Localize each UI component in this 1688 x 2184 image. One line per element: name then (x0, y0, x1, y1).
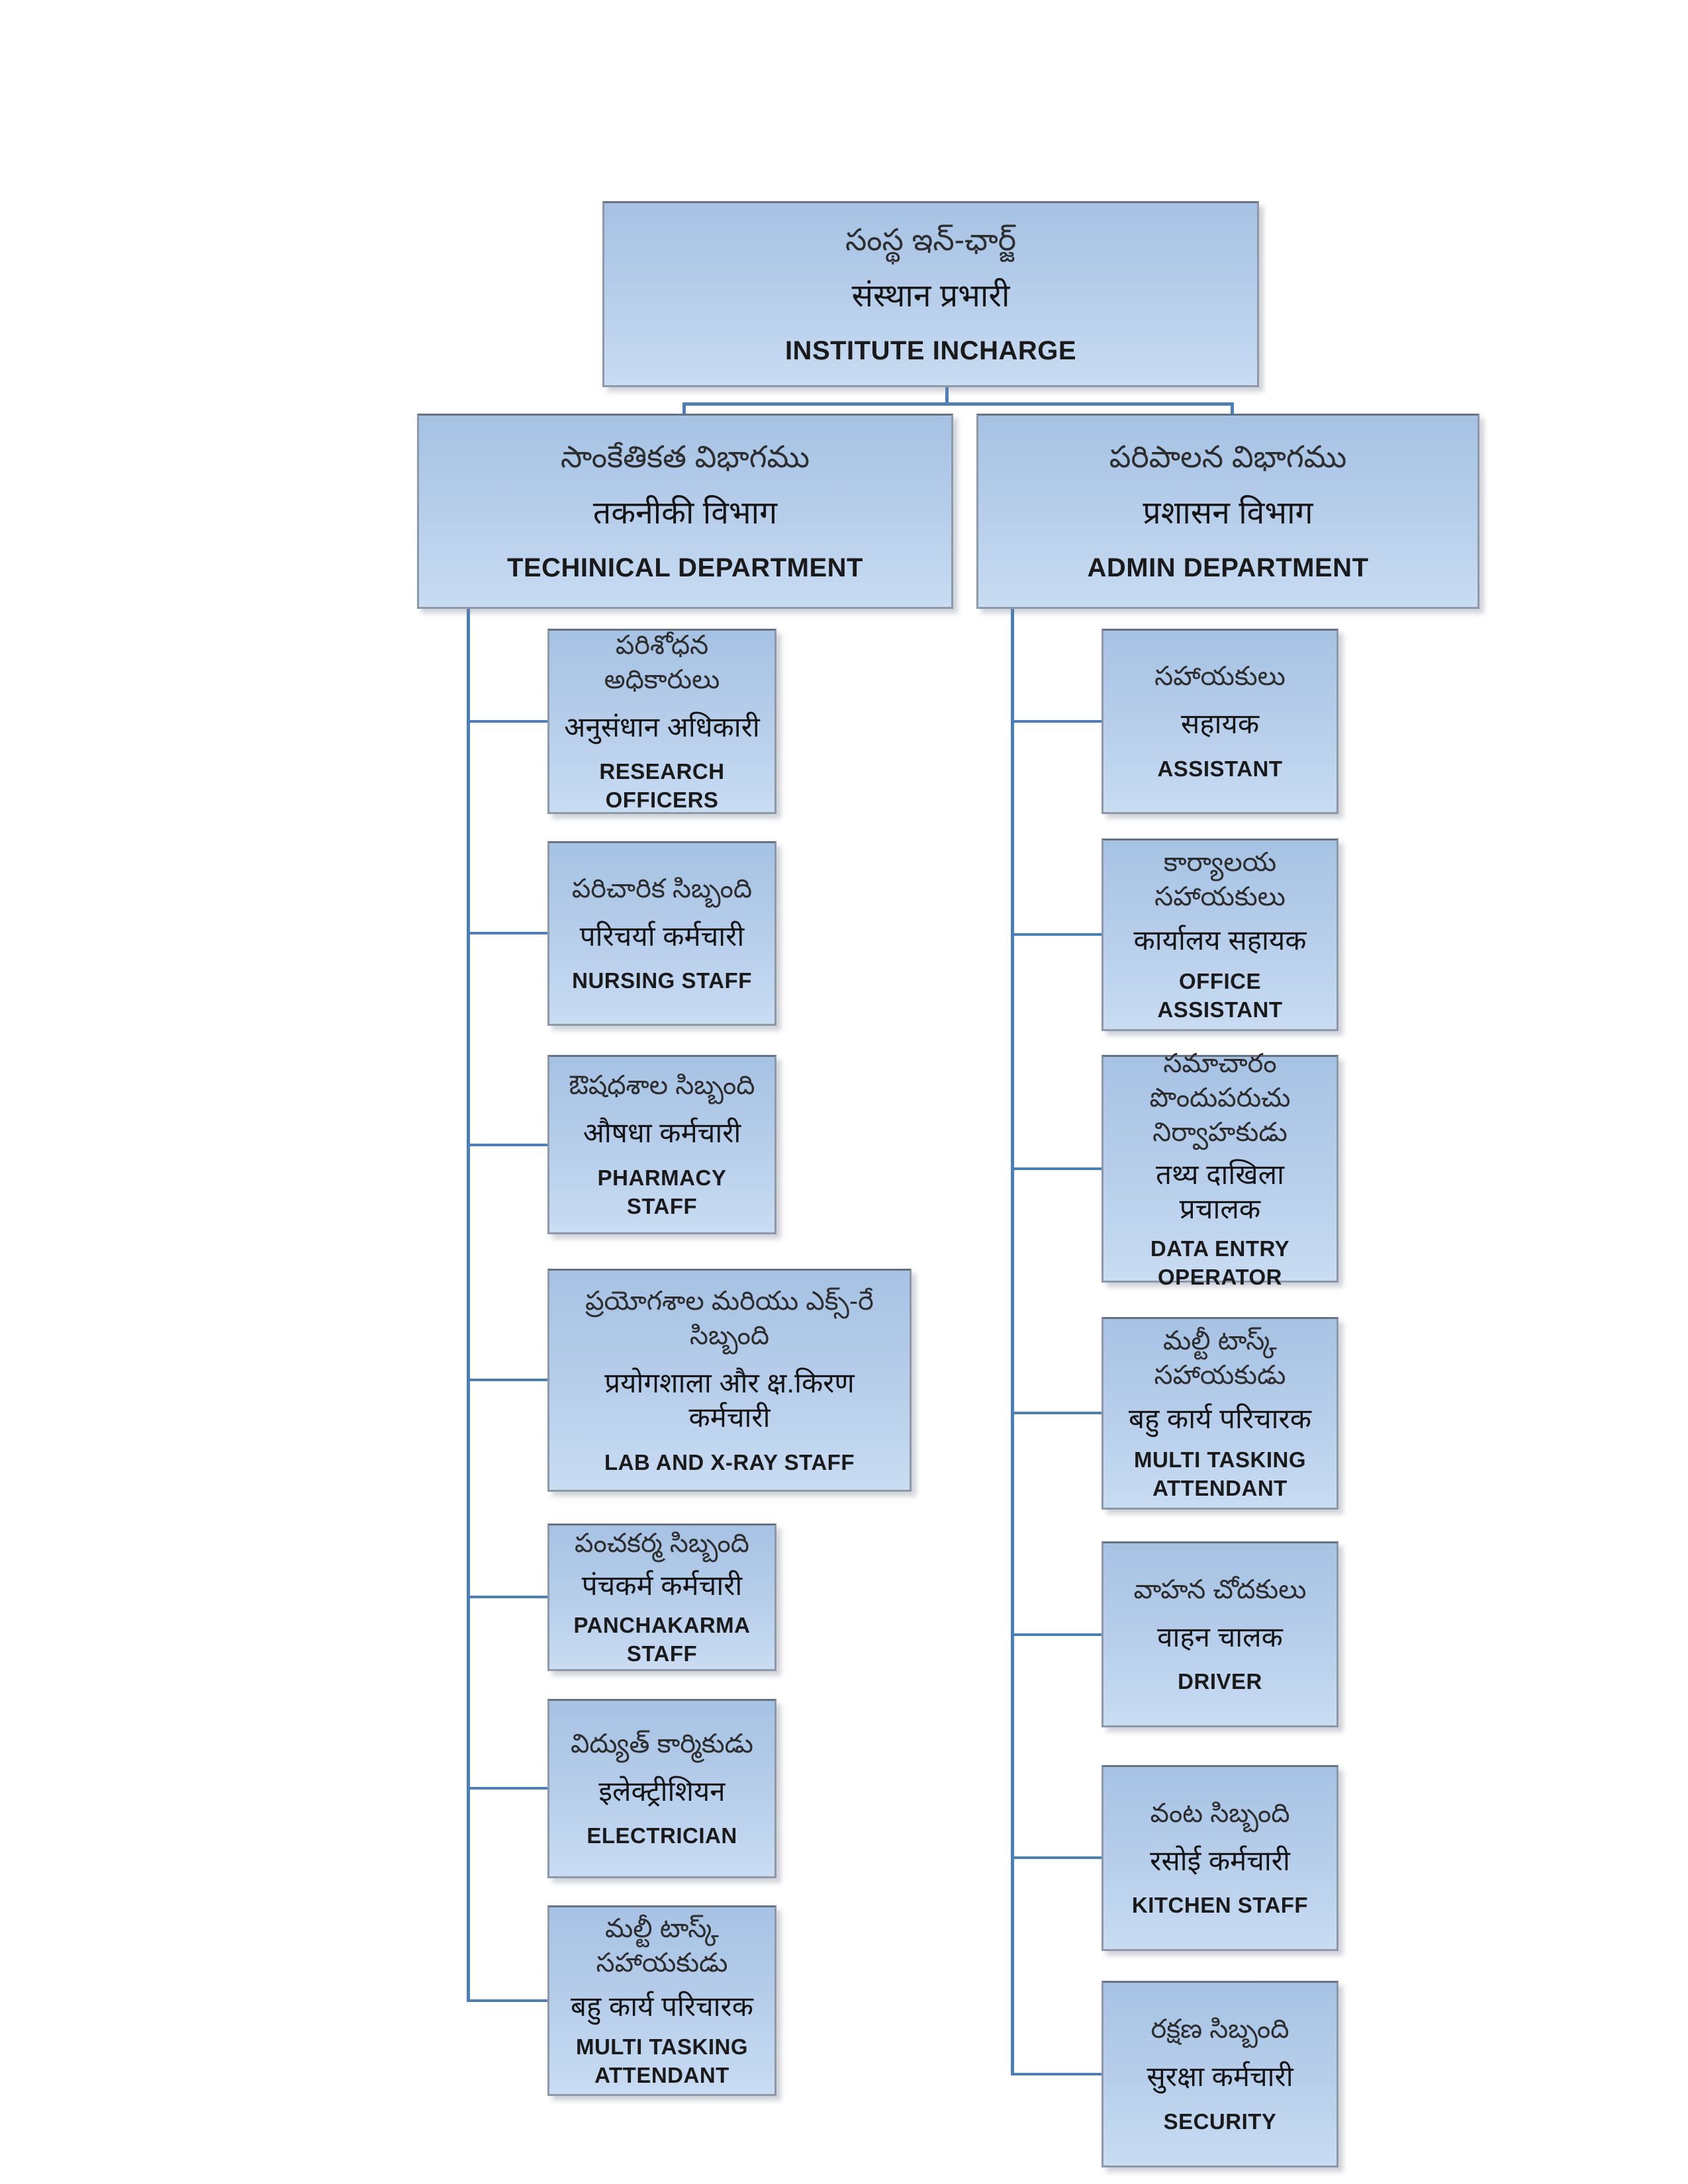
org-node-admin-department: పరిపాలన విభాగము प्रशासन विभाग ADMIN DEPA… (976, 414, 1479, 609)
org-node-driver: వాహన చోదకులు वाहन चालक DRIVER (1102, 1541, 1338, 1727)
org-node-nursing-staff: పరిచారిక సిబ్బంది परिचर्या कर्मचारी NURS… (547, 841, 776, 1026)
org-node-data-entry-operator: సమాచారం పొందుపరుచు నిర్వాహకుడు तथ्य दाखि… (1102, 1049, 1338, 1289)
electrician-label-telugu: విద్యుత్ కార్మికుడు (570, 1729, 754, 1758)
lab-xray-staff-label-english: LAB AND X-RAY STAFF (604, 1449, 855, 1475)
multi-tasking-attendant-admin-label-hindi: बहु कार्य परिचारक (1128, 1403, 1311, 1435)
institute-incharge-label-hindi: संस्थान प्रभारी (851, 279, 1010, 314)
org-node-kitchen-staff: వంట సిబ్బంది रसोई कर्मचारी KITCHEN STAFF (1102, 1765, 1338, 1951)
connector-branch-driver (1011, 1633, 1102, 1636)
connector-branch-assistant (1011, 720, 1102, 723)
connector-admin-trunk (1011, 607, 1014, 2075)
pharmacy-staff-label-hindi: औषधा कर्मचारी (583, 1117, 741, 1149)
data-entry-operator-label-hindi: तथ्य दाखिला प्रचालक (1156, 1158, 1284, 1225)
panchakarma-staff-label-english: PANCHAKARMA STAFF (573, 1612, 751, 1666)
multi-tasking-attendant-admin-label-telugu: మల్టీ టాస్క్ సహాయకుడు (1154, 1326, 1286, 1390)
kitchen-staff-label-telugu: వంట సిబ్బంది (1150, 1798, 1290, 1828)
assistant-label-english: ASSISTANT (1157, 756, 1283, 781)
org-node-office-assistant: కార్యాలయ సహాయకులు कार्यालय सहायक OFFICE … (1102, 839, 1338, 1031)
driver-label-english: DRIVER (1178, 1669, 1262, 1694)
security-label-hindi: सुरक्षा कर्मचारी (1147, 2061, 1293, 2093)
kitchen-staff-label-hindi: रसोई कर्मचारी (1150, 1844, 1290, 1876)
connector-branch-multi-tasking-attendant-admin (1011, 1412, 1102, 1414)
connector-branch-nursing-staff (467, 932, 547, 934)
multi-tasking-attendant-tech-label-hindi: बहु कार्य परिचारक (570, 1990, 753, 2022)
connector-branch-security (1011, 2073, 1102, 2075)
driver-label-hindi: वाहन चालक (1157, 1621, 1283, 1653)
pharmacy-staff-label-english: PHARMACY STAFF (597, 1165, 727, 1218)
admin-department-label-english: ADMIN DEPARTMENT (1087, 553, 1369, 583)
office-assistant-label-telugu: కార్యాలయ సహాయకులు (1154, 848, 1286, 912)
connector-branch-data-entry-operator (1011, 1167, 1102, 1170)
electrician-label-english: ELECTRICIAN (586, 1823, 737, 1848)
panchakarma-staff-label-hindi: पंचकर्म कर्मचारी (581, 1570, 743, 1602)
org-node-electrician: విద్యుత్ కార్మికుడు इलेक्ट्रीशियन ELECTR… (547, 1699, 776, 1878)
multi-tasking-attendant-tech-label-telugu: మల్టీ టాస్క్ సహాయకుడు (596, 1913, 728, 1978)
driver-label-telugu: వాహన చోదకులు (1133, 1574, 1307, 1604)
connector-branch-pharmacy-staff (467, 1144, 547, 1146)
lab-xray-staff-label-telugu: ప్రయోగశాల మరియు ఎక్స్-రే సిబ్బంది (585, 1286, 874, 1350)
technical-department-label-telugu: సాంకేతికత విభాగము (560, 439, 810, 474)
assistant-label-telugu: సహాయకులు (1154, 662, 1286, 692)
org-node-institute-incharge: సంస్థ ఇన్-ఛార్జ్ संस्थान प्रभारी INSTITU… (602, 201, 1259, 387)
org-node-lab-xray-staff: ప్రయోగశాల మరియు ఎక్స్-రే సిబ్బంది प्रयोग… (547, 1269, 912, 1492)
org-node-research-officers: పరిశోధన అధికారులు अनुसंधान अधिकारी RESEA… (547, 629, 776, 814)
nursing-staff-label-telugu: పరిచారిక సిబ్బంది (571, 874, 753, 903)
institute-incharge-label-telugu: సంస్థ ఇన్-ఛార్జ్ (845, 222, 1016, 257)
nursing-staff-label-hindi: परिचर्या कर्मचारी (579, 920, 745, 952)
org-node-security: రక్షణ సిబ్బంది सुरक्षा कर्मचारी SECURITY (1102, 1981, 1338, 2167)
admin-department-label-telugu: పరిపాలన విభాగము (1109, 439, 1347, 474)
institute-incharge-label-english: INSTITUTE INCHARGE (784, 336, 1077, 366)
org-node-pharmacy-staff: ఔషధశాల సిబ్బంది औषधा कर्मचारी PHARMACY S… (547, 1055, 776, 1234)
connector-technical-trunk (467, 607, 470, 2002)
connector-drop-admin (1231, 402, 1234, 422)
connector-root-stub (945, 387, 949, 405)
security-label-telugu: రక్షణ సిబ్బంది (1150, 2015, 1289, 2044)
research-officers-label-hindi: अनुसंधान अधिकारी (564, 711, 760, 743)
connector-branch-research-officers (467, 720, 547, 723)
org-node-multi-tasking-attendant-admin: మల్టీ టాస్క్ సహాయకుడు बहु कार्य परिचारक … (1102, 1317, 1338, 1510)
multi-tasking-attendant-tech-label-english: MULTI TASKING ATTENDANT (575, 2034, 749, 2088)
security-label-english: SECURITY (1163, 2109, 1277, 2134)
electrician-label-hindi: इलेक्ट्रीशियन (598, 1775, 726, 1807)
research-officers-label-telugu: పరిశోధన అధికారులు (604, 630, 720, 694)
connector-branch-kitchen-staff (1011, 1856, 1102, 1859)
org-node-technical-department: సాంకేతికత విభాగము तकनीकी विभाग TECHINICA… (417, 414, 953, 609)
connector-branch-office-assistant (1011, 933, 1102, 936)
multi-tasking-attendant-admin-label-english: MULTI TASKING ATTENDANT (1133, 1447, 1307, 1500)
data-entry-operator-label-telugu: సమాచారం పొందుపరుచు నిర్వాహకుడు (1149, 1048, 1291, 1147)
org-node-assistant: సహాయకులు सहायक ASSISTANT (1102, 629, 1338, 814)
connector-drop-technical (682, 402, 686, 422)
org-node-panchakarma-staff: పంచకర్మ సిబ్బంది पंचकर्म कर्मचारी PANCHA… (547, 1524, 776, 1671)
technical-department-label-english: TECHINICAL DEPARTMENT (507, 553, 863, 583)
connector-branch-multi-tasking-attendant-tech (467, 1999, 547, 2002)
pharmacy-staff-label-telugu: ఔషధశాల సిబ్బంది (569, 1071, 755, 1101)
assistant-label-hindi: सहायक (1180, 708, 1260, 740)
data-entry-operator-label-english: DATA ENTRY OPERATOR (1150, 1236, 1290, 1289)
office-assistant-label-english: OFFICE ASSISTANT (1157, 968, 1283, 1022)
kitchen-staff-label-english: KITCHEN STAFF (1131, 1893, 1309, 1918)
org-node-multi-tasking-attendant-tech: మల్టీ టాస్క్ సహాయకుడు बहु कार्य परिचारक … (547, 1905, 776, 2096)
lab-xray-staff-label-hindi: प्रयोगशाला और क्ष.किरण कर्मचारी (604, 1367, 855, 1433)
connector-branch-panchakarma-staff (467, 1596, 547, 1598)
panchakarma-staff-label-telugu: పంచకర్మ సిబ్బంది (575, 1529, 749, 1559)
nursing-staff-label-english: NURSING STAFF (572, 968, 752, 993)
admin-department-label-hindi: प्रशासन विभाग (1143, 496, 1313, 531)
research-officers-label-english: RESEARCH OFFICERS (599, 759, 725, 813)
connector-branch-lab-xray-staff (467, 1379, 547, 1381)
connector-branch-electrician (467, 1787, 547, 1790)
technical-department-label-hindi: तकनीकी विभाग (592, 496, 778, 531)
office-assistant-label-hindi: कार्यालय सहायक (1133, 925, 1307, 956)
connector-root-horizontal (682, 402, 1234, 406)
